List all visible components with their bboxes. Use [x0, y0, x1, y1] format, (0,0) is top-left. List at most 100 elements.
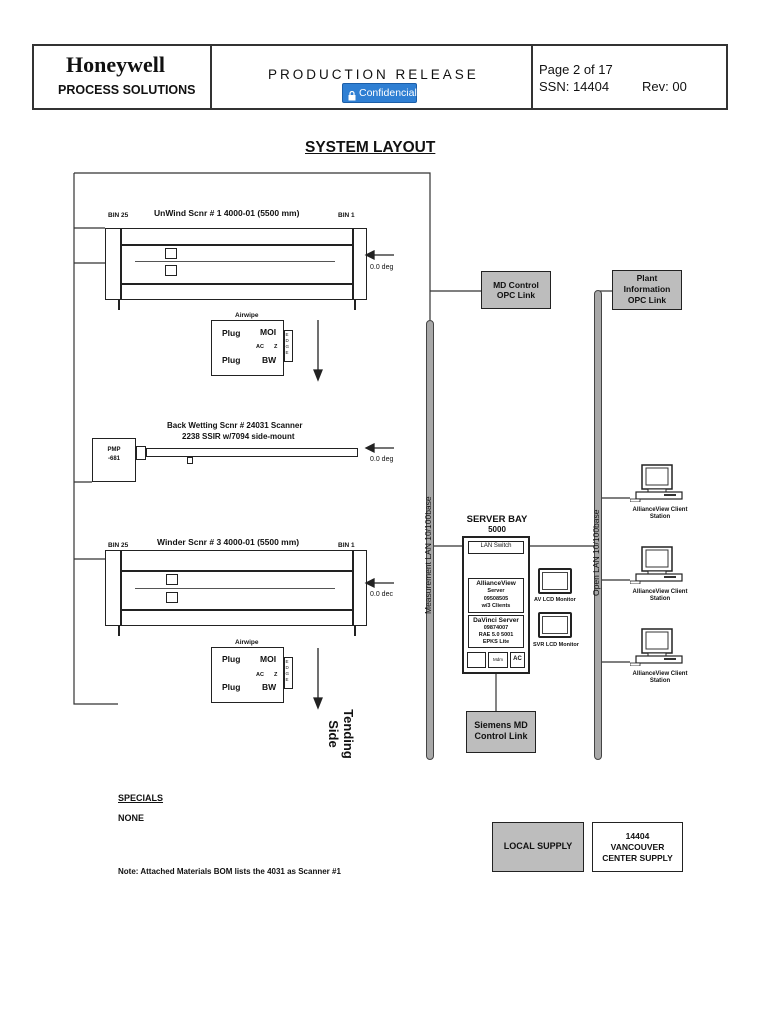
allianceview-server-id: 09508505: [483, 596, 509, 602]
airwipe-bottom-plug: Plug: [222, 654, 241, 664]
ssn-number: SSN: 14404: [539, 79, 610, 94]
unwind-track: [135, 261, 335, 262]
airwipe-bottom-z: Z: [274, 672, 278, 678]
allianceview-server: [468, 578, 524, 613]
division-name: PROCESS SOLUTIONS: [58, 83, 196, 97]
airwipe-top-bw: BW: [262, 355, 277, 365]
airwipe-bottom-box: [211, 647, 284, 703]
allianceview-server-clients: w/3 Clients: [481, 603, 511, 609]
airwipe-bottom-plug: Plug: [222, 682, 241, 692]
md-control-box: [481, 271, 551, 309]
rack-ac-label: AC: [513, 656, 522, 662]
allianceview-server-label: Server: [487, 588, 505, 594]
winder-rail: [120, 570, 352, 572]
unwind-bin-right: BIN 1: [338, 212, 355, 219]
header-divider: [210, 46, 212, 108]
winder-bin-left: BIN 25: [108, 542, 129, 549]
unwind-leg: [354, 300, 356, 310]
unwind-head: [165, 265, 177, 276]
airwipe-top-ac: AC: [256, 344, 264, 350]
airwipe-bottom-ac: AC: [256, 672, 264, 678]
winder-scanner-label: Winder Scnr # 3 4000-01 (5500 mm): [157, 537, 300, 547]
winder-leg: [118, 626, 120, 636]
airwipe-bottom-bw: BW: [262, 682, 277, 692]
winder-track: [135, 588, 335, 589]
measurement-lan-bar: [426, 320, 434, 760]
airwipe-top-edge: [284, 330, 293, 362]
davinci-server-version: RAE 5.0 5001: [478, 632, 514, 638]
winder-scanner-end: [352, 550, 354, 626]
winder-leg: [354, 626, 356, 636]
siemens-box: [466, 711, 536, 753]
local-supply-label: LOCAL SUPPLY: [503, 841, 573, 851]
center-supply-label: CENTER SUPPLY: [602, 853, 673, 863]
rack-device: [467, 652, 486, 668]
winder-scanner-frame: [105, 550, 367, 626]
vancouver-ssn: 14404: [625, 831, 650, 841]
server-bay-rack: [462, 536, 530, 674]
page-number: Page 2 of 17: [539, 62, 613, 77]
server-bay-title: SERVER BAY: [466, 514, 528, 525]
unwind-angle: 0.0 deg: [370, 264, 394, 271]
pmp-label: PMP: [107, 447, 121, 453]
bom-note: Note: Attached Materials BOM lists the 4…: [118, 867, 341, 876]
davinci-server-label: DaVinci Server: [473, 617, 519, 624]
rack-ac: [510, 652, 525, 668]
pmp-label-2: -681: [107, 456, 120, 462]
plant-info-box: [612, 270, 682, 310]
airwipe-bottom-title: Airwipe: [235, 639, 259, 646]
client-station-3: [629, 628, 686, 667]
davinci-server: [468, 615, 524, 648]
page-title: SYSTEM LAYOUT: [305, 139, 436, 156]
lock-icon: [348, 88, 356, 101]
back-wetting-beam: [146, 448, 358, 457]
airwipe-top-edge-label: EDGE: [285, 332, 290, 355]
computer-icon: [629, 546, 683, 585]
client-station-1: [629, 464, 686, 503]
pmp-box: [92, 438, 136, 482]
computer-icon: [629, 628, 683, 667]
winder-angle: 0.0 dec: [370, 591, 393, 598]
tending-side-label: Tending Side: [326, 709, 356, 759]
davinci-server-epks: EPKS Lite: [482, 639, 510, 645]
client-station-label: AllianceView Client Station: [632, 671, 688, 684]
rack-modem: [488, 652, 508, 668]
davinci-server-id: 09874007: [483, 625, 509, 631]
airwipe-top-moi: MOI: [260, 327, 277, 337]
revision: Rev: 00: [642, 79, 687, 94]
back-wetting-label: Back Wetting Scnr # 24031 Scanner: [167, 421, 303, 430]
plant-info-label: Plant Information OPC Link: [623, 273, 671, 305]
winder-head: [166, 592, 178, 603]
header-divider: [531, 46, 533, 108]
client-station-label: AllianceView Client Station: [632, 589, 688, 602]
unwind-bin-left: BIN 25: [108, 212, 129, 219]
svr-monitor-label: SVR LCD Monitor: [533, 642, 579, 648]
computer-icon: [629, 464, 683, 503]
unwind-scanner-label: UnWind Scnr # 1 4000-01 (5500 mm): [154, 208, 300, 218]
av-monitor-screen: [542, 572, 568, 590]
local-supply-box: [492, 822, 584, 872]
lan-switch: [468, 541, 524, 554]
specials-value: NONE: [118, 813, 145, 823]
airwipe-top-box: [211, 320, 284, 376]
unwind-rail: [120, 244, 352, 246]
airwipe-top-plug: Plug: [222, 328, 241, 338]
winder-head: [166, 574, 178, 585]
airwipe-bottom-edge-label: EDGE: [285, 659, 290, 682]
document-header: [32, 44, 728, 110]
confidential-badge[interactable]: Confidencial: [342, 83, 417, 103]
winder-bin-right: BIN 1: [338, 542, 355, 549]
back-wetting-end: [136, 446, 146, 460]
av-monitor-label: AV LCD Monitor: [534, 597, 576, 603]
open-lan-label: Open LAN 10/100base: [591, 509, 601, 596]
unwind-scanner-frame: [105, 228, 367, 300]
back-wetting-label-2: 2238 SSIR w/7094 side-mount: [182, 432, 295, 441]
company-logo-text: Honeywell: [66, 52, 165, 77]
unwind-scanner-end: [120, 228, 122, 300]
unwind-scanner-end: [352, 228, 354, 300]
siemens-label: Siemens MD Control Link: [474, 720, 528, 741]
vancouver-label: VANCOUVER: [610, 842, 665, 852]
back-wetting-head: [187, 457, 193, 464]
unwind-leg: [118, 300, 120, 310]
